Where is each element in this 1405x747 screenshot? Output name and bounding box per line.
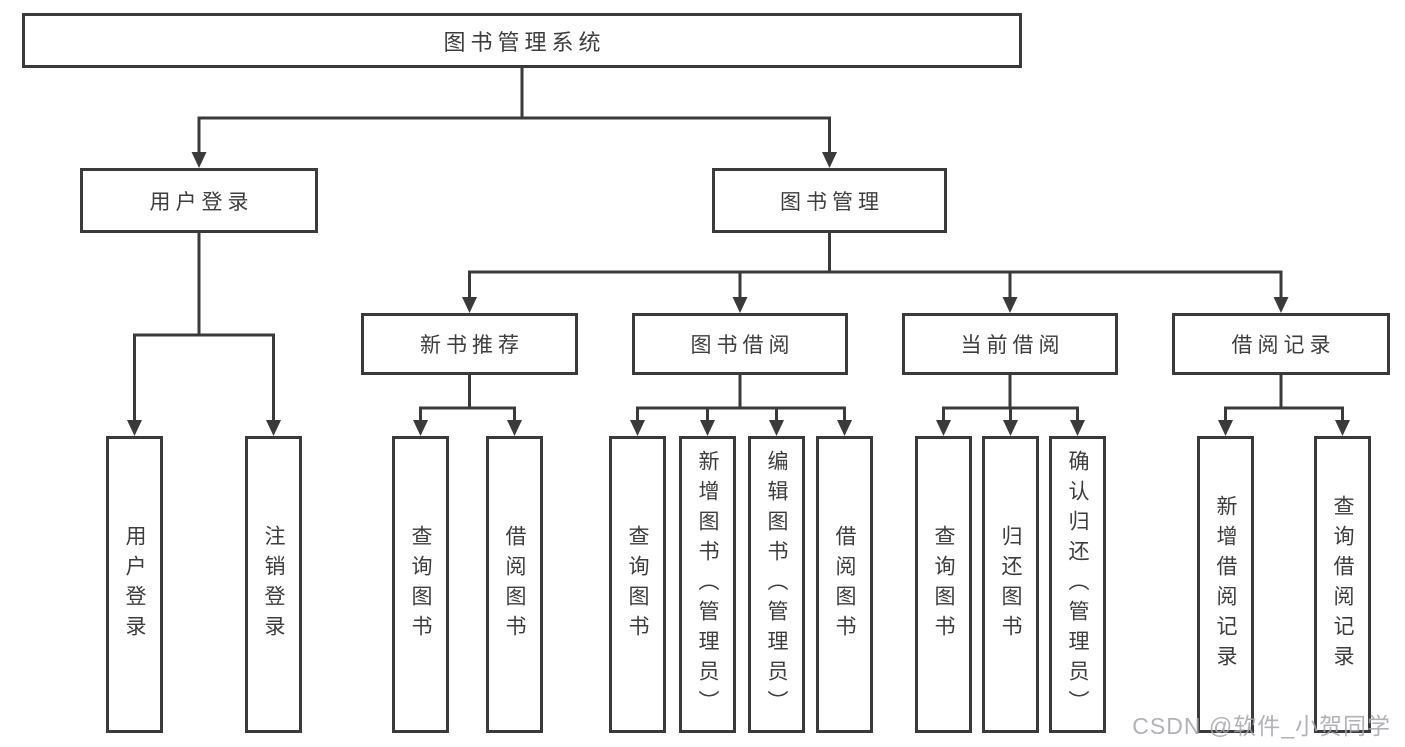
node-edit-books-admin: 编辑图书（管理员）: [748, 436, 805, 733]
node-user-login-leaf: 用户登录: [106, 436, 163, 733]
node-borrow-books-recommend: 借阅图书: [486, 436, 543, 733]
node-book-borrowing: 图书借阅: [632, 313, 848, 375]
node-return-books: 归还图书: [982, 436, 1039, 733]
node-current-borrowing: 当前借阅: [902, 313, 1118, 375]
node-query-books-current: 查询图书: [915, 436, 972, 733]
node-query-books-recommend: 查询图书: [392, 436, 449, 733]
node-book-management: 图书管理: [712, 168, 947, 233]
node-logout-login: 注销登录: [245, 436, 302, 733]
node-add-books-admin: 新增图书（管理员）: [679, 436, 736, 733]
node-user-login: 用户登录: [80, 168, 318, 233]
node-borrowing-records: 借阅记录: [1172, 313, 1390, 375]
node-new-book-recommend: 新书推荐: [361, 313, 578, 375]
node-library-management-system: 图书管理系统: [22, 13, 1022, 68]
node-borrow-books: 借阅图书: [816, 436, 873, 733]
node-query-borrow-record: 查询借阅记录: [1314, 436, 1371, 733]
node-query-books-borrowing: 查询图书: [609, 436, 666, 733]
node-add-borrow-record: 新增借阅记录: [1197, 436, 1254, 733]
node-confirm-return-admin: 确认归还（管理员）: [1049, 436, 1106, 733]
